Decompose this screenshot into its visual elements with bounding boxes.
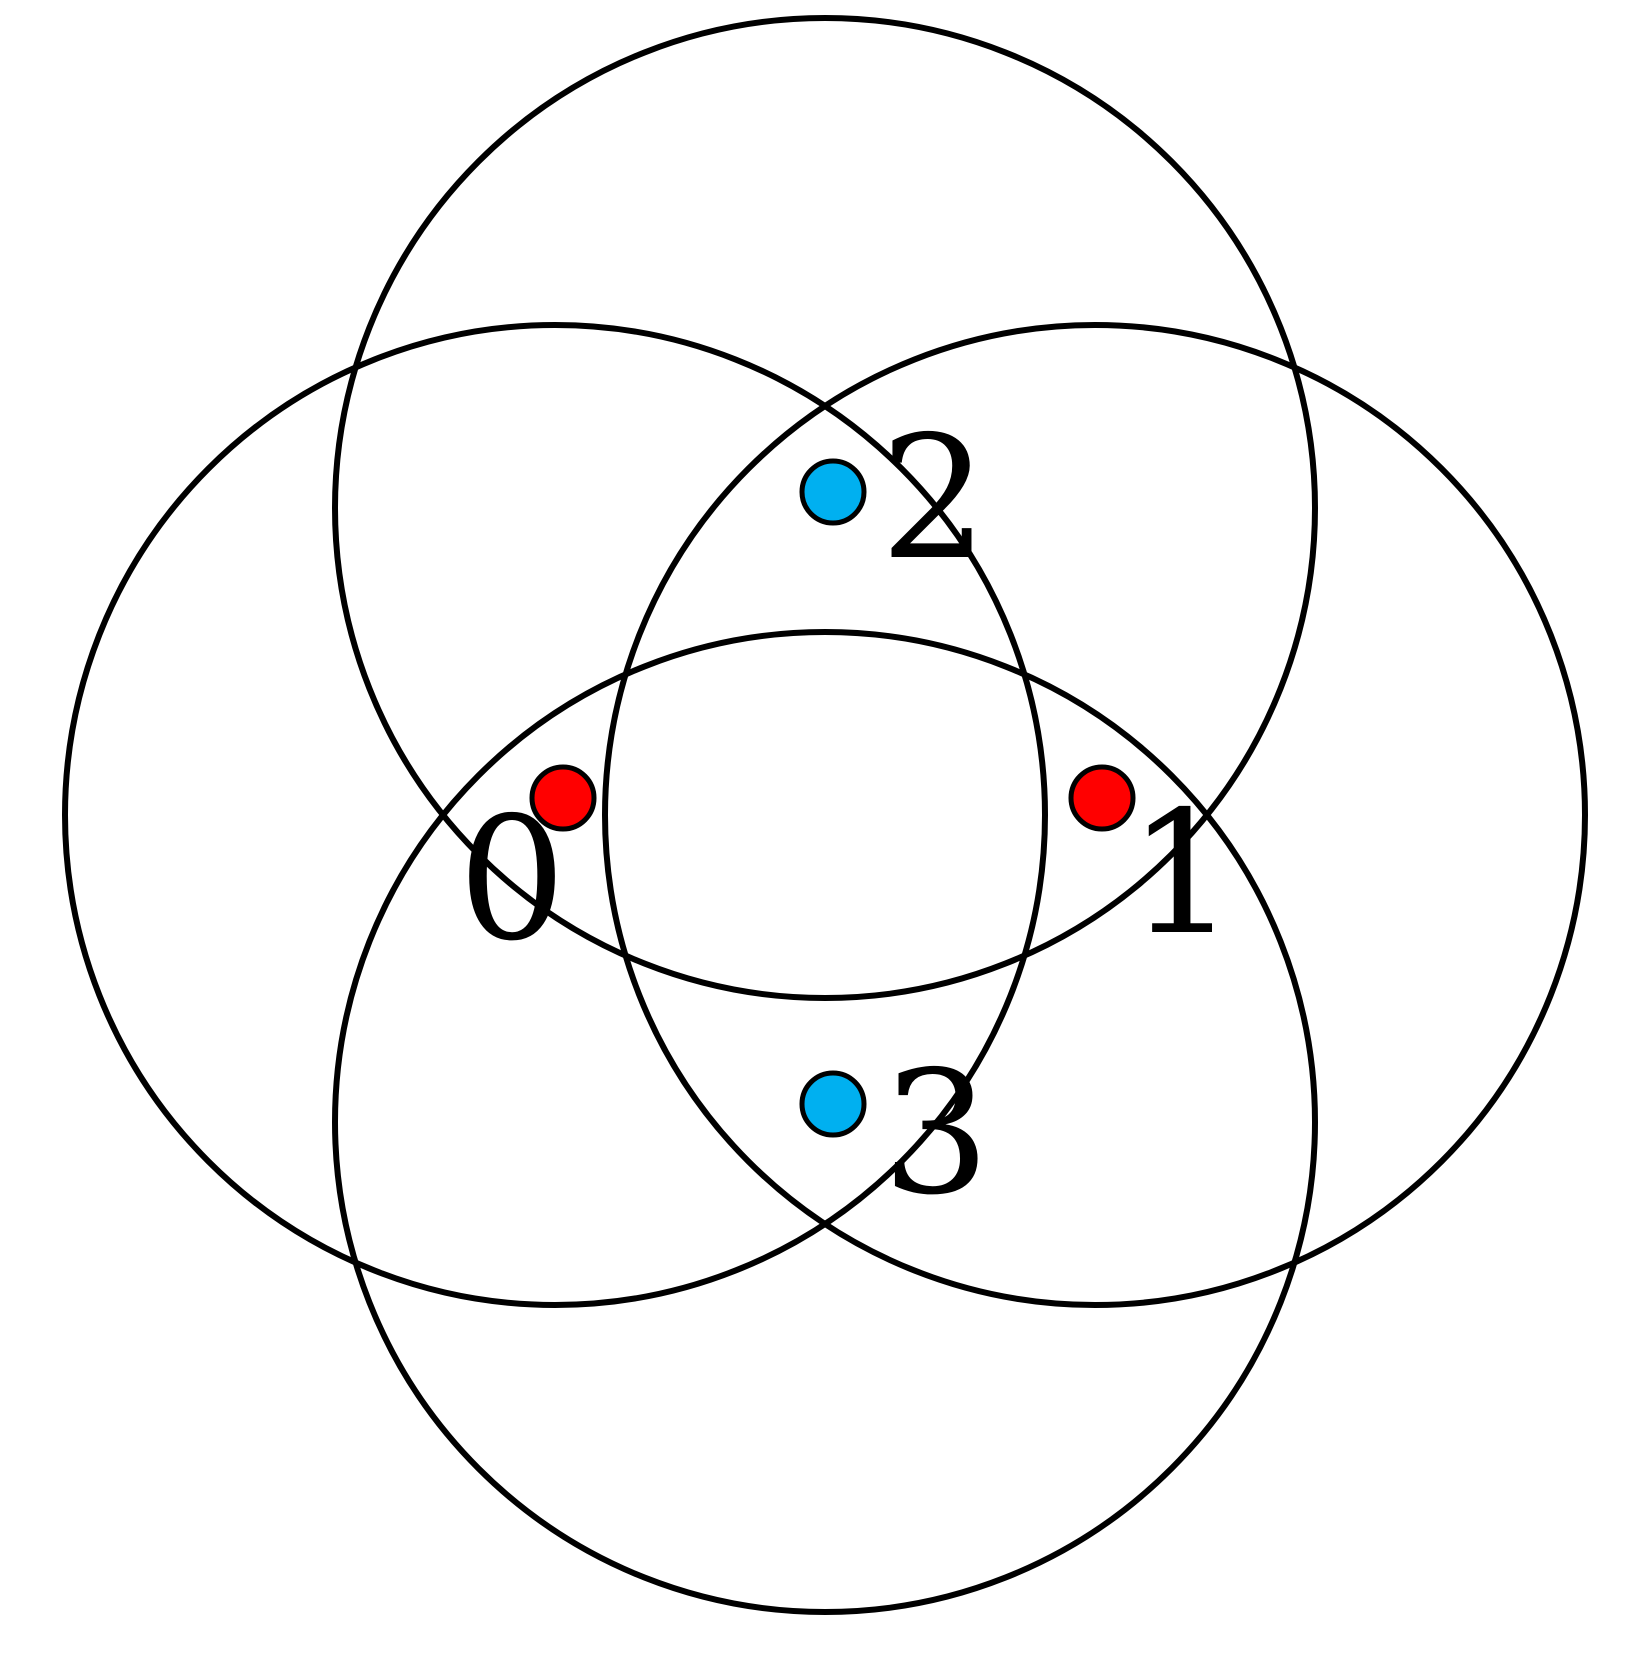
- point-3: [799, 1070, 867, 1138]
- circle-left: [62, 322, 1048, 1308]
- circle-top: [332, 15, 1318, 1001]
- point-0: [529, 764, 597, 832]
- point-2: [799, 458, 867, 526]
- circle-right: [602, 322, 1588, 1308]
- point-1: [1068, 764, 1136, 832]
- point-label-0: 0: [458, 781, 566, 979]
- point-label-3: 3: [882, 1035, 990, 1233]
- circle-bottom: [332, 629, 1318, 1615]
- point-label-1: 1: [1128, 775, 1236, 973]
- point-label-2: 2: [880, 400, 988, 598]
